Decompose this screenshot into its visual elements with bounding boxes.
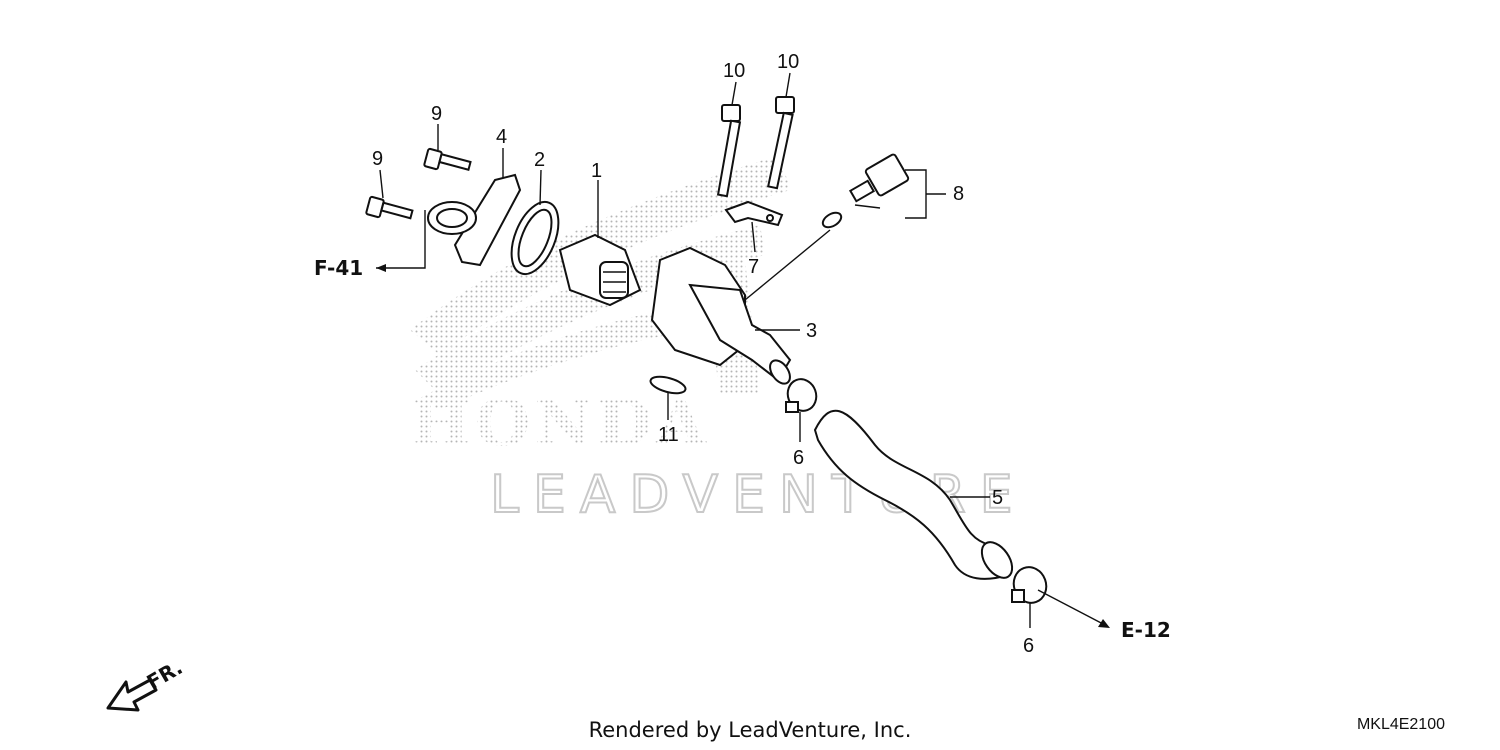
bolt-9-upper (423, 147, 472, 171)
callout-1: 1 (591, 160, 602, 182)
bracket-7 (724, 200, 784, 227)
front-direction-arrow-icon (106, 678, 158, 712)
thermostat-housing-3 (650, 246, 792, 385)
ref-label-right: E-12 (1121, 618, 1171, 642)
diagram-code: MKL4E2100 (1356, 716, 1445, 733)
seal-ring-2 (510, 200, 560, 276)
o-ring-11 (649, 375, 687, 395)
water-hose-5 (813, 409, 1014, 580)
callout-7: 7 (748, 256, 759, 278)
hose-clamp-6-lower (1011, 566, 1048, 604)
callout-11: 11 (658, 424, 679, 446)
footer-credit: Rendered by LeadVenture, Inc. (588, 718, 912, 742)
bolt-10-left (716, 104, 742, 198)
hose-clamp-6-upper (785, 378, 818, 413)
temperature-sensor-8 (821, 153, 910, 229)
callout-6-upper: 6 (793, 447, 804, 469)
thermostat-cover-4 (427, 173, 522, 267)
honda-watermark-text: HONDA (410, 386, 710, 461)
callout-8: 8 (953, 183, 964, 205)
bolt-10-right (767, 96, 795, 190)
callout-10-left: 10 (723, 60, 745, 82)
callout-5: 5 (992, 487, 1003, 509)
callout-10-right: 10 (777, 51, 799, 73)
ref-label-left: F-41 (314, 256, 363, 280)
thermostat-1 (558, 233, 642, 307)
callout-6-lower: 6 (1023, 635, 1034, 657)
callout-9-lower: 9 (372, 148, 383, 170)
bolt-9-lower (365, 195, 414, 220)
callout-3: 3 (806, 320, 817, 342)
callout-4: 4 (496, 126, 507, 148)
callout-9-upper: 9 (431, 103, 442, 125)
callout-2: 2 (534, 149, 545, 171)
leader-lines (376, 72, 1110, 628)
